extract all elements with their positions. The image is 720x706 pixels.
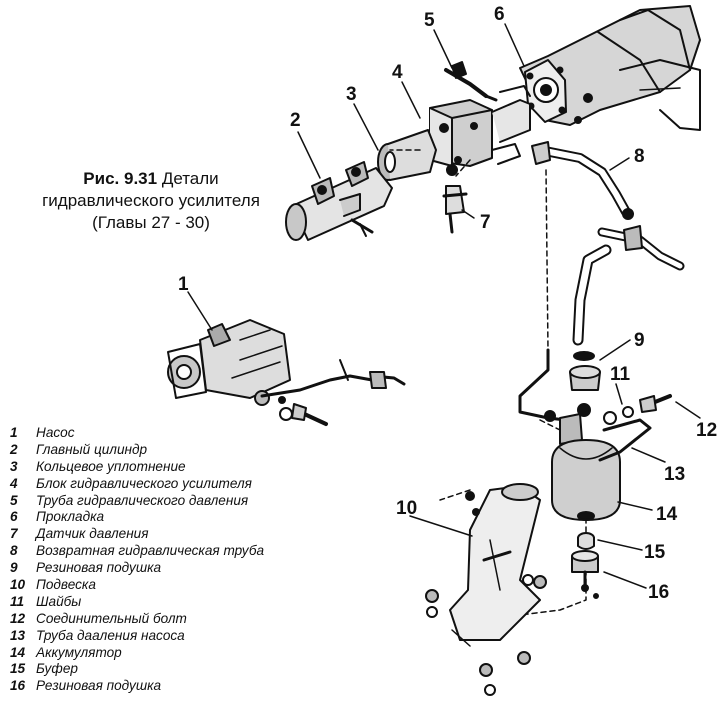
- legend-item: 2 Главный цилиндр: [10, 441, 340, 458]
- rubber-cushion-bottom: [571, 550, 599, 592]
- assembly-lines: [389, 149, 587, 621]
- callout-9: 9: [634, 330, 645, 351]
- legend-label: Прокладка: [36, 509, 105, 525]
- legend-label: Главный цилиндр: [36, 441, 148, 457]
- legend-label: Труба гидравлического давления: [36, 492, 249, 508]
- legend-label: Аккумулятор: [36, 644, 122, 660]
- callout-16: 16: [648, 582, 669, 603]
- legend-number: 14: [10, 644, 26, 660]
- booster-block: [429, 85, 531, 167]
- callout-8: 8: [634, 146, 645, 167]
- legend-label: Шайбы: [36, 593, 82, 609]
- legend-number: 9: [10, 560, 18, 576]
- legend-label: Резиновая подушка: [36, 678, 162, 694]
- legend-number: 5: [10, 492, 18, 508]
- legend-number: 10: [10, 576, 26, 592]
- master-cylinder: [285, 161, 393, 241]
- callout-14: 14: [656, 504, 678, 525]
- legend-item: 12 Соединительный болт: [10, 610, 340, 627]
- legend-label: Труба даaления насоса: [36, 627, 185, 643]
- legend-item: 10 Подвеска: [10, 576, 340, 593]
- callout-10: 10: [396, 498, 417, 519]
- legend-item: 8 Возвратная гидравлическая труба: [10, 542, 340, 559]
- legend-number: 13: [10, 627, 26, 643]
- figure-number: Рис. 9.31: [83, 169, 158, 188]
- pump: [167, 319, 328, 426]
- legend-label: Резиновая подушка: [36, 560, 162, 576]
- figure-title-part2: гидравлического усилителя: [42, 191, 260, 210]
- callout-2: 2: [290, 110, 301, 131]
- legend-item: 4 Блок гидравлического усилителя: [10, 475, 340, 492]
- pressure-sensor: [442, 164, 468, 234]
- legend-number: 7: [10, 526, 18, 542]
- legend-item: 5 Труба гидравлического давления: [10, 492, 340, 509]
- legend-label: Буфер: [36, 661, 78, 677]
- legend-item: 15 Буфер: [10, 660, 340, 677]
- legend-item: 3 Кольцевое уплотнение: [10, 458, 340, 475]
- legend-number: 2: [10, 441, 18, 457]
- legend-label: Датчик давления: [36, 526, 149, 542]
- legend-number: 6: [10, 509, 18, 525]
- callout-6: 6: [494, 4, 505, 25]
- legend-label: Блок гидравлического усилителя: [36, 475, 252, 491]
- legend-label: Насос: [36, 424, 75, 440]
- legend-label: Соединительный болт: [36, 610, 187, 626]
- legend-item: 16 Резиновая подушка: [10, 677, 340, 694]
- callout-12: 12: [696, 420, 717, 441]
- callout-1: 1: [178, 274, 189, 295]
- rubber-cushion-top: [569, 351, 601, 391]
- accumulator: [551, 394, 672, 521]
- legend-item: 9 Резиновая подушка: [10, 559, 340, 576]
- pressure-tube: [444, 61, 498, 102]
- legend-number: 4: [10, 475, 18, 491]
- legend-item: 7 Датчик давления: [10, 525, 340, 542]
- legend-number: 3: [10, 458, 18, 474]
- parts-legend: 1 Насос 2 Главный цилиндр 3 Кольцевое уплот…: [10, 424, 340, 694]
- legend-number: 1: [10, 424, 18, 440]
- legend-number: 16: [10, 678, 26, 694]
- legend-number: 15: [10, 661, 26, 677]
- legend-label: Кольцевое уплотнение: [36, 458, 186, 474]
- legend-item: 11 Шайбы: [10, 593, 340, 610]
- legend-item: 13 Труба даaления насоса: [10, 627, 340, 644]
- buffer: [577, 532, 595, 550]
- callout-13: 13: [664, 464, 685, 485]
- callout-15: 15: [644, 542, 666, 563]
- gasket-part: [519, 5, 701, 131]
- legend-number: 11: [10, 593, 25, 609]
- callout-3: 3: [346, 84, 357, 105]
- leader-lines: [187, 23, 701, 589]
- return-hose: [531, 141, 685, 346]
- legend-number: 8: [10, 543, 18, 559]
- callout-7: 7: [480, 212, 491, 233]
- callout-5: 5: [424, 10, 435, 31]
- legend-item: 6 Прокладка: [10, 508, 340, 525]
- legend-label: Подвеска: [36, 576, 96, 592]
- figure-caption: Рис. 9.31 Детали гидравлического усилите…: [36, 168, 266, 234]
- o-ring-part: [377, 129, 437, 181]
- legend-number: 12: [10, 610, 26, 626]
- figure-title-part3: (Главы 27 - 30): [92, 213, 210, 232]
- callout-11: 11: [610, 364, 631, 385]
- legend-item: 14 Аккумулятор: [10, 644, 340, 661]
- pump-cable: [260, 348, 568, 422]
- mount-bracket: [425, 483, 599, 696]
- legend-item: 1 Насос: [10, 424, 340, 441]
- caption-line-1: Рис. 9.31 Детали: [36, 168, 266, 190]
- callout-4: 4: [392, 62, 403, 83]
- figure-title-part1: Детали: [161, 169, 219, 188]
- legend-label: Возвратная гидравлическая труба: [36, 543, 265, 559]
